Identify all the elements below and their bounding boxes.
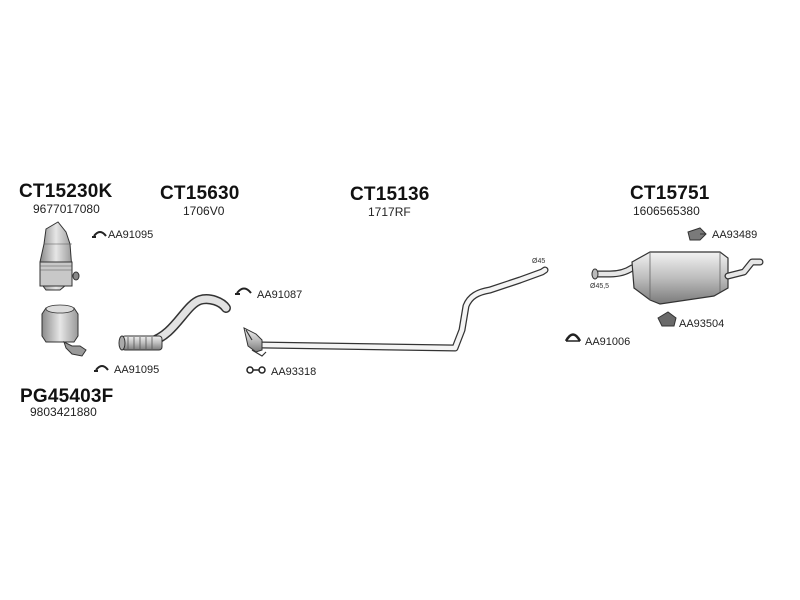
accessory-label-rubber1[interactable]: AA93318 bbox=[271, 366, 317, 378]
part-code-cat2[interactable]: PG45403F bbox=[20, 386, 114, 407]
part-code-rear[interactable]: CT15751 bbox=[630, 183, 710, 204]
rubber-hanger-icon bbox=[246, 366, 266, 374]
catalyst-1-illustration[interactable] bbox=[39, 221, 80, 291]
mount-rubber-icon bbox=[657, 311, 677, 327]
part-code-middle[interactable]: CT15136 bbox=[350, 184, 430, 205]
part-code-cat1[interactable]: CT15230K bbox=[19, 181, 113, 202]
accessory-label-mount1[interactable]: AA93489 bbox=[712, 229, 758, 241]
part-ref-cat2: 9803421880 bbox=[30, 405, 97, 419]
accessory-label-clamp1[interactable]: AA91095 bbox=[108, 229, 154, 241]
part-code-pipe[interactable]: CT15630 bbox=[160, 183, 240, 204]
mount-bracket-icon bbox=[687, 227, 707, 241]
clamp-icon bbox=[92, 231, 107, 238]
catalyst-2-illustration[interactable] bbox=[41, 304, 87, 357]
accessory-label-clamp3[interactable]: AA91087 bbox=[257, 289, 303, 301]
part-ref-pipe: 1706V0 bbox=[183, 204, 225, 218]
part-ref-cat1: 9677017080 bbox=[33, 202, 100, 216]
accessory-label-clamp2[interactable]: AA91095 bbox=[114, 364, 160, 376]
diameter-label-rear: Ø45,5 bbox=[590, 283, 610, 290]
front-pipe-illustration[interactable] bbox=[118, 294, 231, 351]
rear-silencer-illustration[interactable] bbox=[591, 251, 764, 305]
part-ref-middle: 1717RF bbox=[368, 205, 411, 219]
clamp-icon bbox=[235, 287, 252, 295]
part-ref-rear: 1606565380 bbox=[633, 204, 700, 218]
accessory-label-mount2[interactable]: AA93504 bbox=[679, 318, 725, 330]
accessory-label-clamp4[interactable]: AA91006 bbox=[585, 336, 631, 348]
diameter-label-front: Ø45 bbox=[532, 258, 546, 265]
middle-pipe-illustration[interactable] bbox=[243, 266, 549, 357]
clamp-icon bbox=[564, 333, 582, 342]
clamp-icon bbox=[94, 365, 109, 372]
